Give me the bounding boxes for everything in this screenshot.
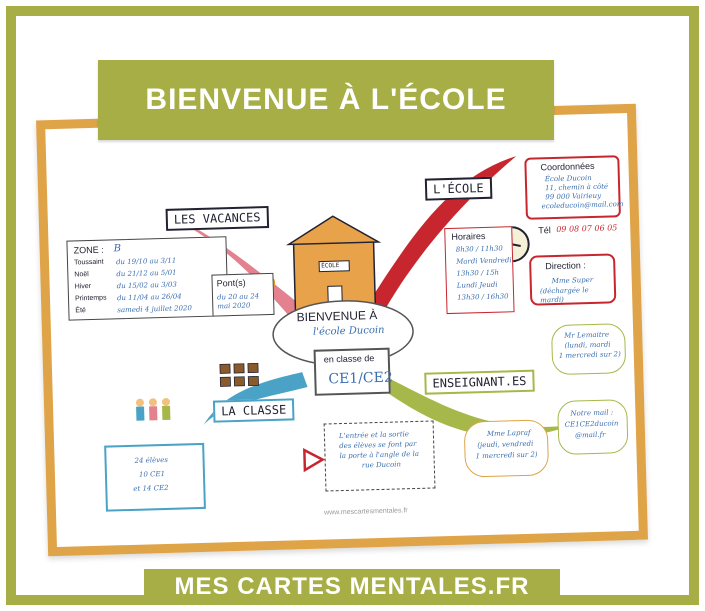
ecole-label: L'ÉCOLE [424,176,492,201]
vacances-row-label: Été [75,307,86,315]
coordonnees-title: Coordonnées [540,160,595,173]
horaires-line: 8h30 / 11h30 [455,244,503,254]
warning-triangle [303,448,326,473]
direction-box: Direction : Mme Super (déchargée le mard… [528,253,617,306]
banner-title: BIENVENUE À L'ÉCOLE [98,60,554,140]
vacances-row-value: du 21/12 au 5/01 [116,268,177,279]
vacances-row-value: du 19/10 au 3/11 [115,256,177,267]
entry-note-box: L'entrée et la sortie des élèves se font… [323,420,436,492]
enseignants-label: ENSEIGNANT.ES [424,369,535,395]
bubble-line: 1 mercredi sur 2) [558,350,621,360]
direction-title: Direction : [545,260,586,272]
classe-label: LA CLASSE [212,398,295,423]
entry-note-line: des élèves se font par [339,439,417,451]
direction-line: Mme Super [551,275,594,286]
coordonnees-line: ecoleducoin@mail.com [541,200,624,211]
entry-note-line: rue Ducoin [361,460,402,470]
bubble-line: Notre mail : [570,408,614,418]
vacances-rows: Toussaint du 19/10 au 3/11 Noël du 21/12 a… [74,255,226,319]
teacher-bubble-3: Notre mail : CE1CE2ducoin @mail.fr [557,399,629,456]
center-title: BIENVENUE À [296,308,378,325]
horaires-line: Mardi Vendredi [456,256,512,266]
class-label: en classe de [323,353,375,365]
branch-ecole [351,156,517,336]
horaires-box: Horaires 8h30 / 11h30 Mardi Vendredi 13h… [444,226,515,315]
classe-box: 24 élèves 10 CE1 et 14 CE2 [104,442,206,512]
class-value: CE1/CE2 [328,369,393,388]
footer-site: MES CARTES MENTALES.FR [144,569,560,605]
school-sign: ÉCOLE [321,262,340,270]
desks-drawing [219,362,259,387]
bubble-line: @mail.fr [574,430,606,440]
classe-line: et 14 CE2 [133,483,169,493]
children-drawing [135,397,171,421]
bubble-line: (lundi, mardi [564,340,611,350]
teacher-bubble-2: Mme Lapraf (jeudi, vendredi 1 mercredi s… [463,419,550,478]
bubble-line: (jeudi, vendredi [477,439,534,450]
classe-line: 24 élèves [134,455,169,465]
coordonnees-box: Coordonnées École Ducoin 11, chemin à cô… [524,155,624,220]
pont-label: Pont(s) [216,277,246,289]
entry-note-line: L'entrée et la sortie [338,430,410,441]
tel-value: 09 08 07 06 05 [556,223,618,234]
bubble-line: 1 mercredi sur 2) [475,450,538,461]
zone-value: B [113,243,122,255]
horaires-line: 13h30 / 15h [456,268,500,278]
pont-box: Pont(s) du 20 au 24 mai 2020 [211,272,275,317]
teacher-bubble-1: Mr Lemaitre (lundi, mardi 1 mercredi sur… [550,323,627,376]
vacances-row-label: Noël [74,271,89,279]
bubble-line: Mme Lapraf [486,428,531,438]
vacances-row-value: samedi 4 juillet 2020 [117,304,193,315]
school-building-illustration [285,215,382,314]
bubble-line: CE1CE2ducoin [564,419,619,429]
vacances-row-value: du 15/02 au 3/03 [116,280,178,291]
vacances-label: LES VACANCES [165,206,269,231]
entry-note-line: la porte à l'angle de la [339,449,420,461]
pont-value: du 20 au 24 mai 2020 [216,292,260,311]
vacances-box: ZONE : B Toussaint du 19/10 au 3/11 Noël d… [66,236,229,321]
center-school-name: l'école Ducoin [312,324,385,338]
horaires-line: Lundi Jeudi [456,280,498,290]
zone-label: ZONE : [73,244,104,256]
classe-line: 10 CE1 [138,469,166,479]
tel-label: Tél [538,225,551,236]
vacances-row-label: Printemps [74,294,107,303]
class-box: en classe de CE1/CE2 [313,347,393,396]
vacances-row-label: Hiver [74,282,92,291]
direction-line: (déchargée le mardi) [539,286,589,305]
horaires-line: 13h30 / 16h30 [457,292,509,302]
vacances-row-value: du 11/04 au 26/04 [116,292,182,303]
mind-map-card: LES VACANCES ZONE : B Toussaint du 19/10 … [36,103,648,557]
bubble-line: Mr Lemaitre [564,330,610,340]
horaires-title: Horaires [451,230,486,242]
vacances-row-label: Toussaint [73,258,104,267]
